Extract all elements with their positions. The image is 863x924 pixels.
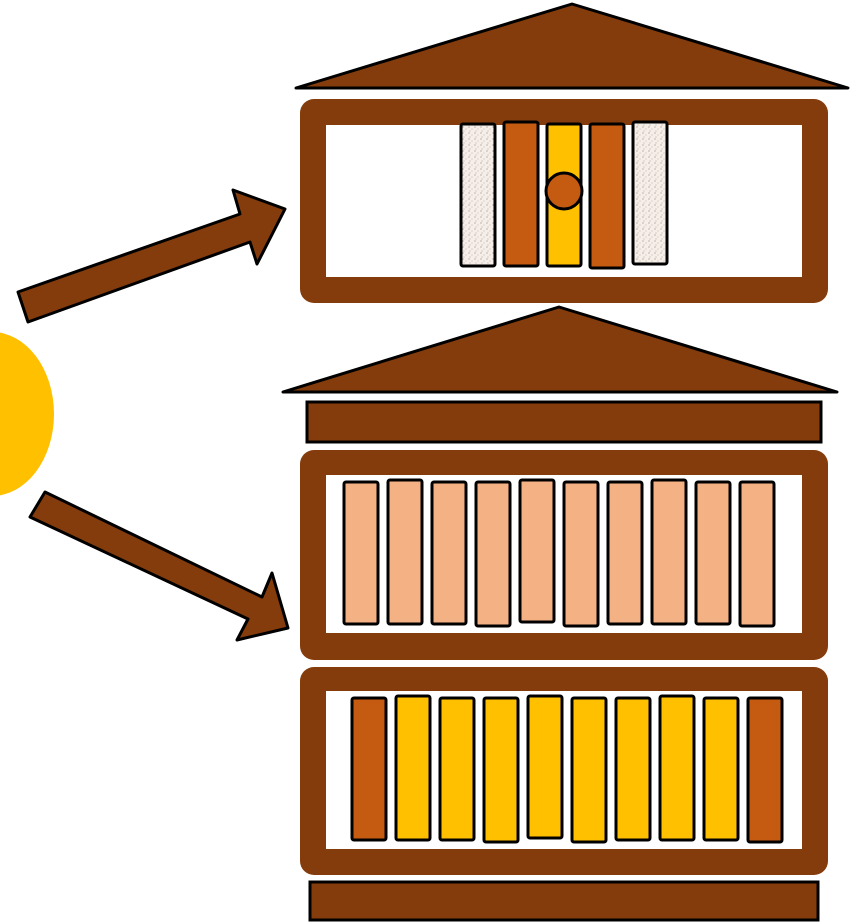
top-shelf-books [461, 122, 667, 268]
bottom-shelf-book-8 [660, 696, 694, 840]
middle-shelf-book-7 [608, 482, 642, 624]
top-shelf-book-5 [633, 122, 667, 264]
middle-shelf-book-8 [652, 480, 686, 624]
bottom-shelf-book-2 [396, 696, 430, 840]
bottom-shelf-book-6 [572, 698, 606, 842]
middle-shelf-book-3 [432, 482, 466, 624]
middle-roof [283, 307, 837, 392]
top-roof [296, 4, 848, 88]
sun-shape [0, 332, 54, 496]
middle-lintel [307, 402, 821, 442]
base-plinth [310, 882, 818, 920]
arrow-up-right-icon [18, 190, 285, 322]
bottom-shelf-book-3 [440, 698, 474, 840]
bottom-shelf-book-5 [528, 696, 562, 838]
middle-shelf-book-4 [476, 482, 510, 626]
middle-shelf-book-1 [344, 482, 378, 624]
middle-shelf-book-10 [740, 482, 774, 626]
top-shelf-book-2 [504, 122, 538, 266]
book-emblem-icon [546, 173, 582, 209]
bottom-shelf-book-9 [704, 698, 738, 840]
middle-shelf-book-9 [696, 482, 730, 624]
middle-shelf-book-2 [388, 480, 422, 624]
bottom-shelf-book-10 [748, 698, 782, 842]
middle-shelf-book-5 [520, 480, 554, 622]
middle-shelf-book-6 [564, 482, 598, 626]
bottom-shelf-book-1 [352, 698, 386, 840]
bottom-shelf-book-7 [616, 698, 650, 840]
top-shelf-book-4 [590, 124, 624, 268]
top-shelf-book-1 [461, 124, 495, 266]
bottom-shelf-book-4 [484, 698, 518, 842]
arrow-down-right-icon [30, 492, 288, 640]
